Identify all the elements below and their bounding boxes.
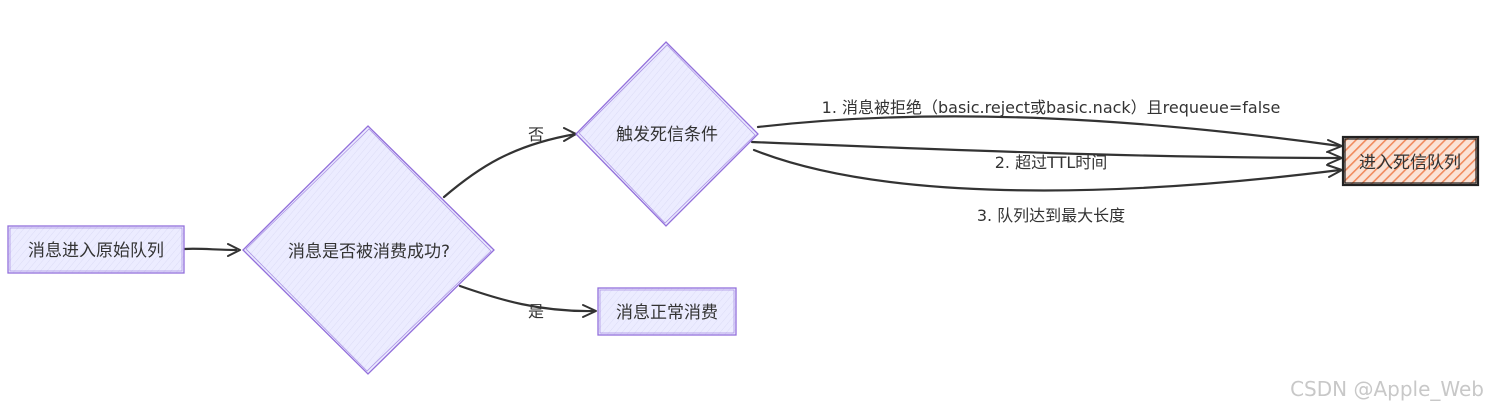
arrowhead-decision bbox=[227, 243, 241, 257]
edge-label-no: 否 bbox=[528, 125, 544, 144]
node-start-label: 消息进入原始队列 bbox=[28, 241, 164, 261]
node-decision-consumed: 消息是否被消费成功? bbox=[242, 125, 495, 375]
edge-reason-3 bbox=[752, 148, 1342, 192]
edge-reason-1 bbox=[756, 115, 1342, 148]
node-dead-letter-condition: 触发死信条件 bbox=[575, 41, 759, 227]
edge-reason-2 bbox=[750, 140, 1342, 160]
edge-decision-to-trigger bbox=[442, 132, 578, 199]
arrowhead-normal bbox=[582, 304, 597, 318]
edge-decision-to-normal bbox=[458, 284, 596, 313]
edge-label-reason-1: 1. 消息被拒绝（basic.reject或basic.nack）且requeu… bbox=[822, 98, 1281, 117]
node-dlq-label: 进入死信队列 bbox=[1359, 153, 1461, 173]
node-trigger-label: 触发死信条件 bbox=[616, 125, 718, 145]
edge-label-reason-3: 3. 队列达到最大长度 bbox=[977, 206, 1125, 225]
edges bbox=[182, 115, 1343, 318]
node-dead-letter-queue: 进入死信队列 bbox=[1341, 135, 1480, 187]
node-normal-label: 消息正常消费 bbox=[616, 303, 718, 323]
node-normal-consume: 消息正常消费 bbox=[597, 287, 737, 336]
watermark: CSDN @Apple_Web bbox=[1290, 377, 1484, 401]
node-start: 消息进入原始队列 bbox=[7, 225, 185, 274]
edge-start-to-decision bbox=[182, 247, 238, 252]
edge-label-reason-2: 2. 超过TTL时间 bbox=[995, 153, 1108, 172]
edge-label-yes: 是 bbox=[528, 302, 544, 321]
node-decision-label: 消息是否被消费成功? bbox=[288, 242, 450, 262]
